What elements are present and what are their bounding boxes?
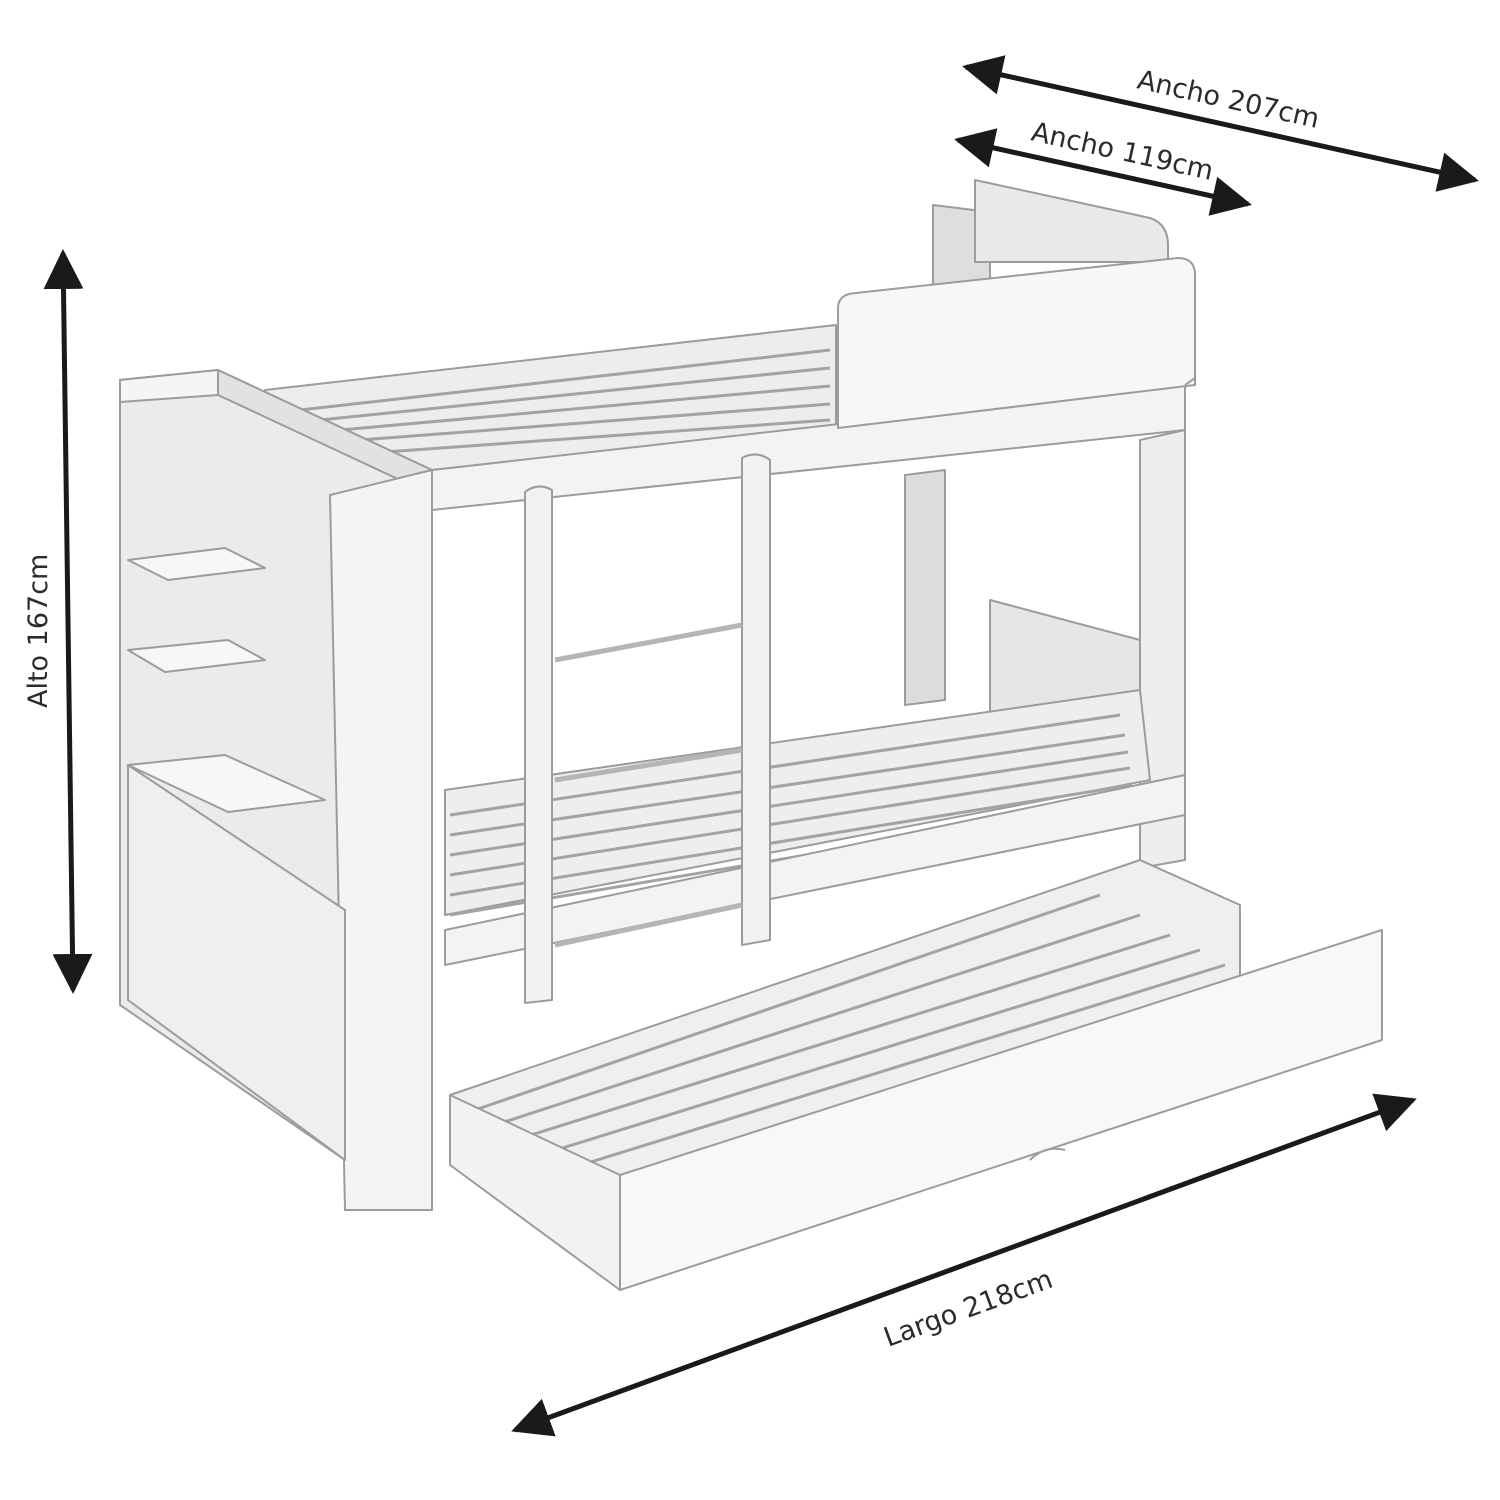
- lower-front-rail: [444, 774, 1186, 966]
- label-length: Largo 218cm: [880, 1264, 1057, 1354]
- dimension-arrows: [43, 55, 1479, 1437]
- arrow-length: [511, 1093, 1417, 1437]
- bunk-bed-illustration: [119, 179, 1383, 1291]
- upper-bunk-deck: [264, 324, 837, 471]
- arrow-total-width: [962, 55, 1479, 192]
- label-height: Alto 167cm: [23, 554, 54, 708]
- shelf-tower: [119, 369, 433, 1211]
- arrow-height: [43, 249, 93, 994]
- upper-headboard-front: [837, 257, 1196, 429]
- ladder: [524, 453, 771, 1004]
- arrow-bed-width: [954, 128, 1252, 216]
